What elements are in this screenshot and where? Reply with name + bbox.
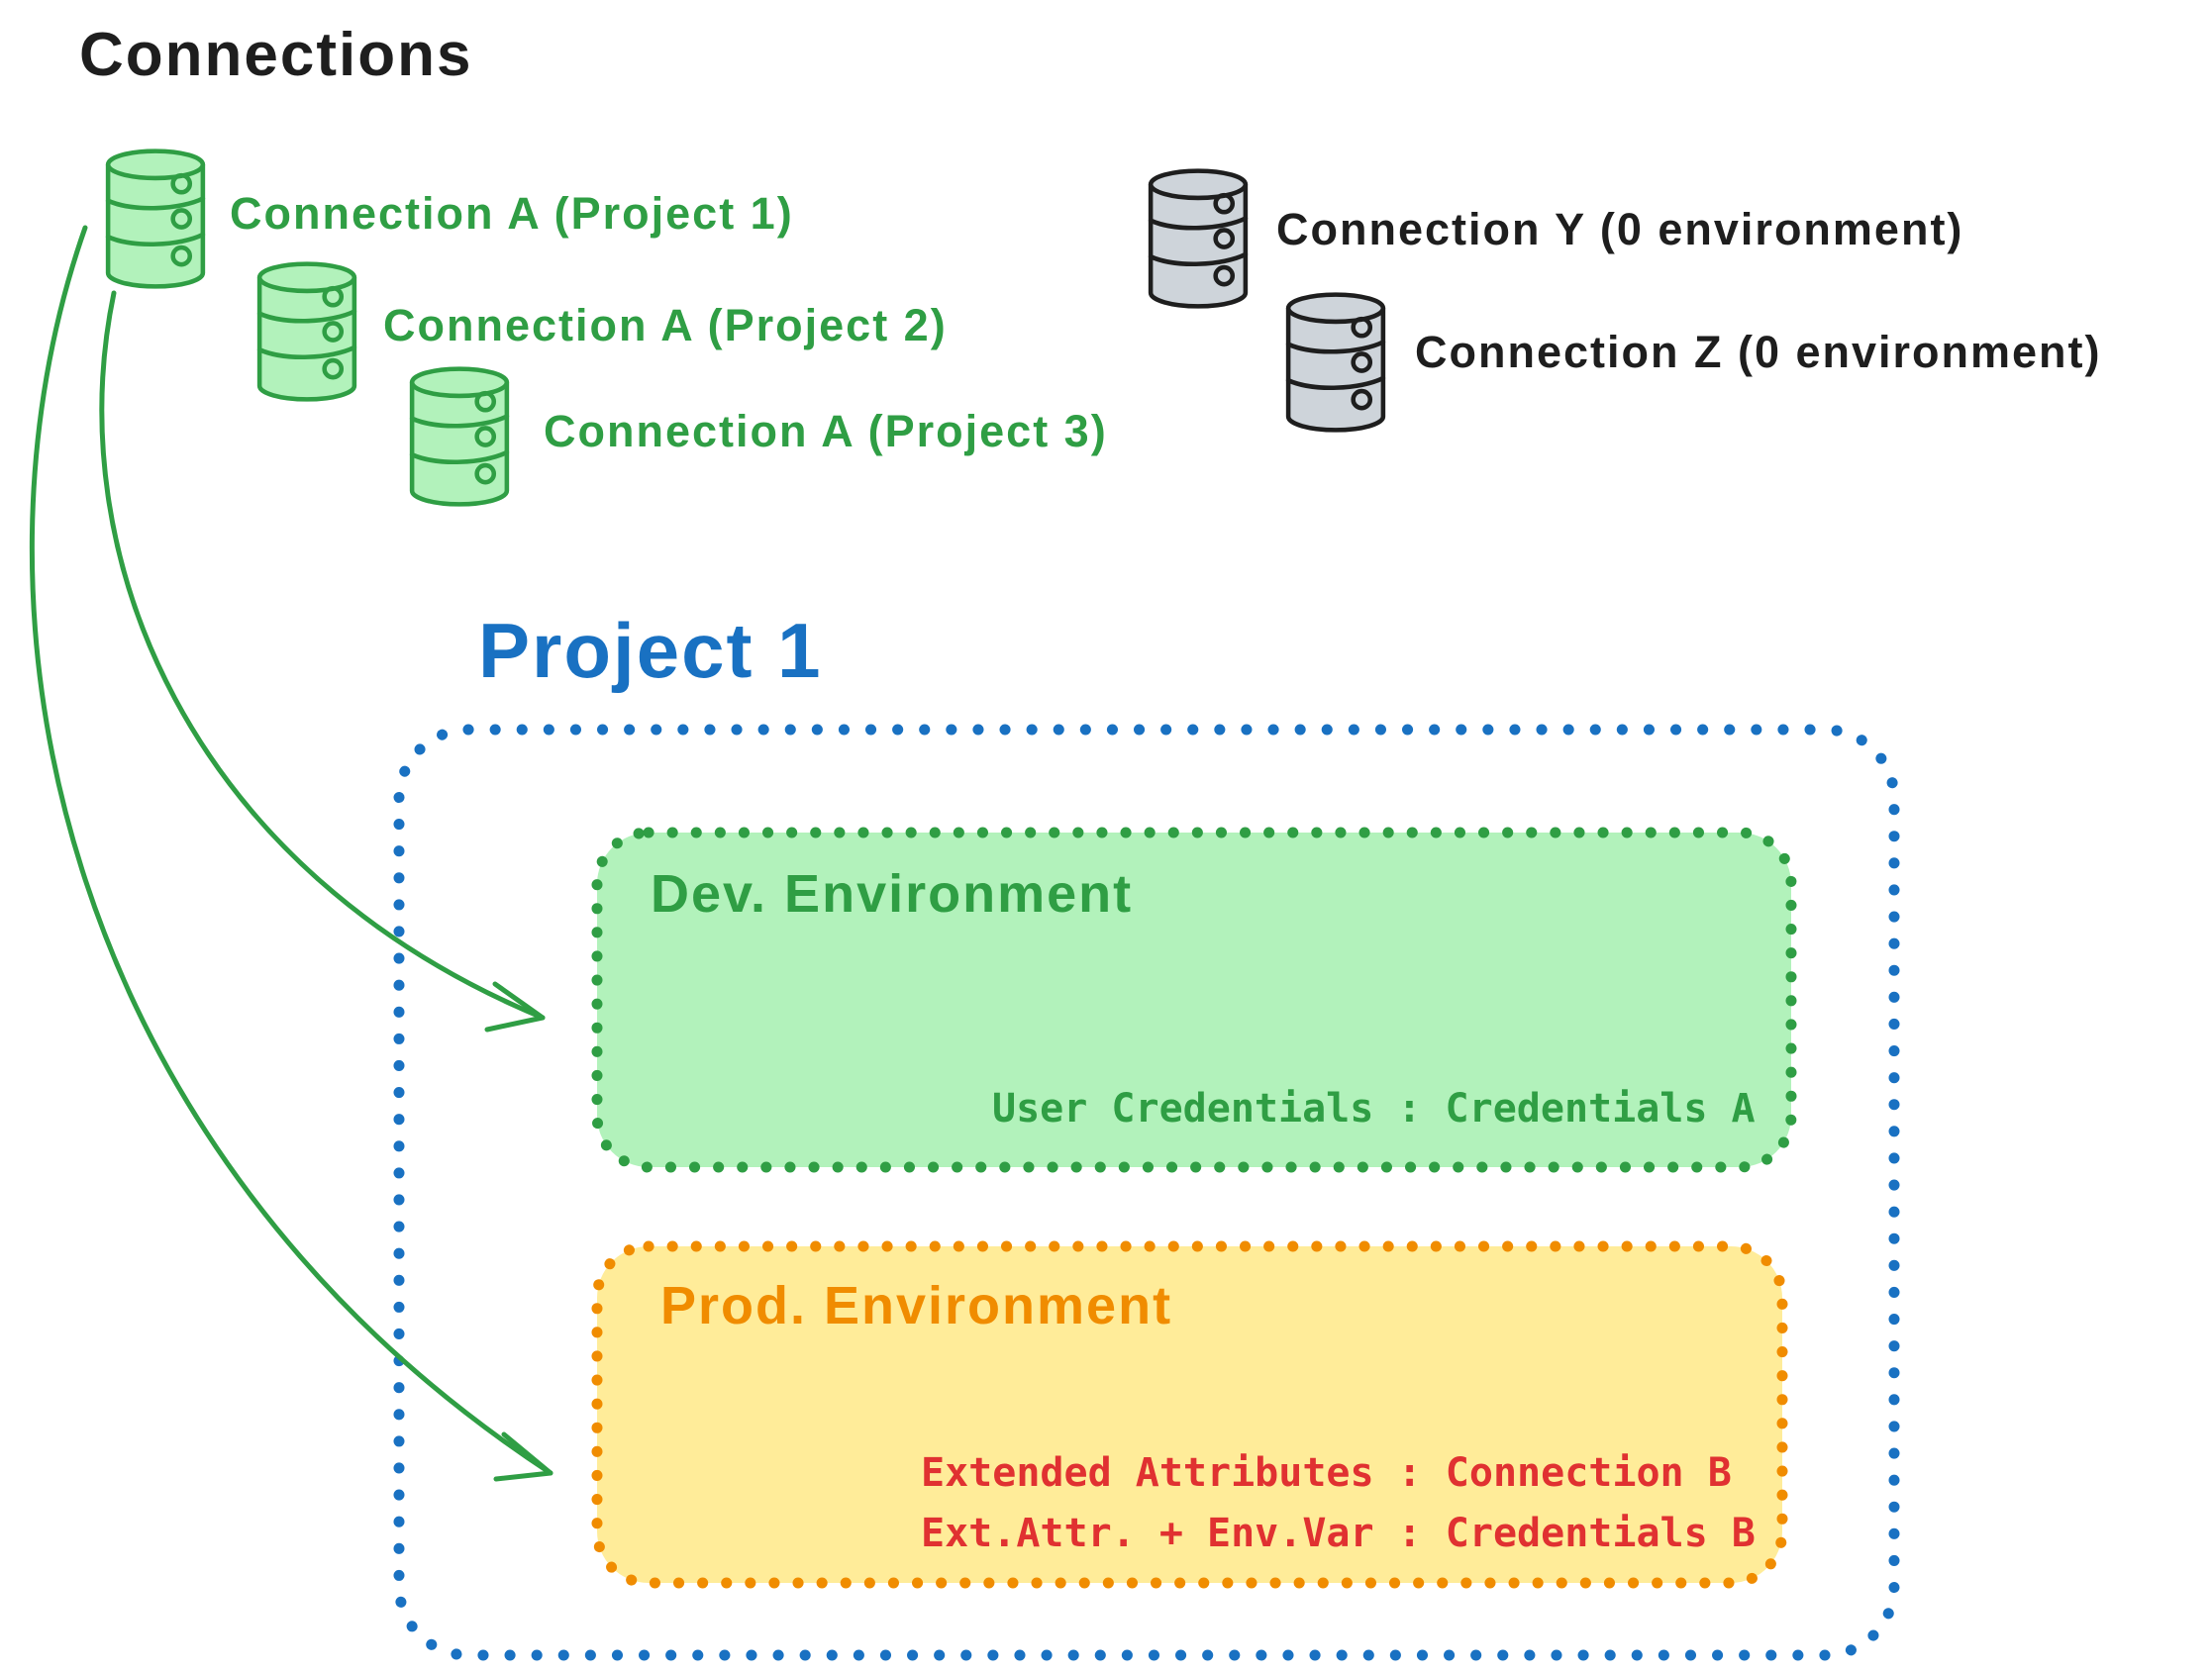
prod-extended-attributes-line: Extended Attributes : Connection B <box>921 1450 1732 1496</box>
connection-z-label: Connection Z (0 environment) <box>1415 327 2102 377</box>
connection-a-project-3-label: Connection A (Project 3) <box>544 406 1108 456</box>
prod-environment-box <box>591 1240 1788 1589</box>
dev-environment-title: Dev. Environment <box>651 864 1134 924</box>
dev-credentials-line: User Credentials : Credentials A <box>992 1086 1756 1132</box>
dev-environment-box <box>591 827 1797 1173</box>
connection-a-project-2-label: Connection A (Project 2) <box>383 300 948 350</box>
arrowhead-dev <box>484 981 546 1033</box>
prod-environment-title: Prod. Environment <box>660 1276 1173 1335</box>
arrowhead-prod <box>493 1431 553 1482</box>
arrow-to-dev-environment <box>99 290 546 1033</box>
prod-ext-attr-env-var-line: Ext.Attr. + Env.Var : Credentials B <box>921 1511 1756 1556</box>
database-icon <box>99 147 212 291</box>
database-icon <box>1142 166 1255 311</box>
arrow-to-prod-environment <box>29 225 553 1482</box>
database-icon <box>251 259 363 404</box>
database-icon <box>1279 290 1392 435</box>
project-1-title: Project 1 <box>478 607 823 694</box>
database-icon <box>403 364 516 509</box>
page-title: Connections <box>79 21 473 89</box>
connection-y-label: Connection Y (0 environment) <box>1276 204 1964 254</box>
connection-a-project-1-label: Connection A (Project 1) <box>230 188 794 239</box>
